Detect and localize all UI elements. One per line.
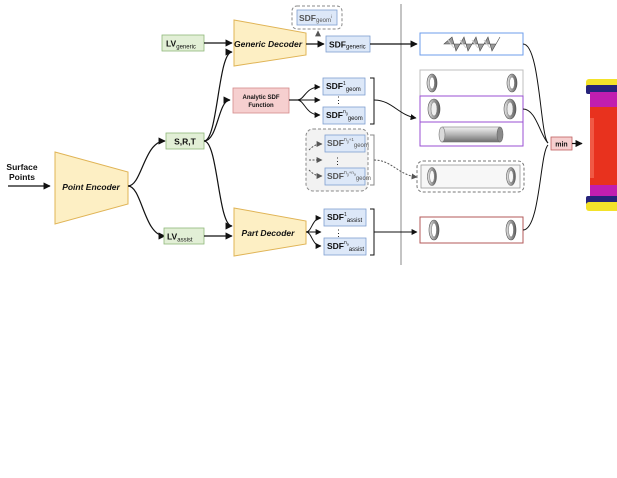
part-decoder-label: Part Decoder — [242, 228, 296, 238]
sdf-geom-extra-ellipsis: ⋮ — [333, 156, 342, 166]
merge-line-generic — [522, 43, 549, 144]
generic-shape-panel — [419, 32, 524, 56]
analytic-sdf-box — [232, 87, 290, 114]
spring-shape-icon — [443, 36, 501, 52]
cylinder-shape-icon — [438, 126, 504, 143]
point-encoder-label: Point Encoder — [62, 182, 120, 192]
lv-assist-label: LVassist — [167, 232, 193, 244]
sdf-geom-ng1-box — [324, 134, 366, 153]
sdf-assist-na-label: SDFnaassist — [327, 240, 364, 253]
arrow-srt-to-analytic — [203, 96, 231, 142]
arrow-to-sdf-geom-ngna — [308, 169, 323, 179]
part-decoder-block — [233, 207, 307, 257]
arrow-srt-to-generic-decoder — [203, 48, 233, 142]
sdf-assist-na-box — [323, 237, 367, 256]
sdf-assist-ellipsis: ⋮ — [334, 228, 343, 238]
arrow-to-sdf-geom-ng — [296, 99, 321, 118]
arrow-srt-to-part-decoder — [203, 140, 233, 230]
arrow-encoder-to-srt — [127, 137, 166, 187]
analytic-line1: Analytic SDF — [242, 95, 279, 101]
geom-shape-panel — [419, 69, 524, 147]
assist-bracket — [370, 208, 375, 256]
min-label: min — [555, 142, 567, 149]
sdf-geom-ngna-label: SDFng+nageom — [327, 170, 371, 182]
sdf-geom-i-label: SDFgeomi — [299, 13, 332, 24]
assembled-column-icon — [586, 79, 617, 211]
arrow-encoder-to-lv-assist — [127, 185, 166, 240]
point-encoder-block — [54, 151, 129, 225]
arrow-geom-to-panel — [373, 99, 417, 121]
extra-shape-panel — [416, 160, 525, 193]
sdf-geom-1-label: SDF1geom — [326, 81, 361, 93]
arrow-extra-to-panel — [373, 159, 418, 180]
sdf-assist-1-box — [323, 208, 367, 227]
sdf-geom-ellipsis: ⋮ — [334, 95, 343, 105]
analytic-line2: Function — [248, 103, 274, 109]
arrow-to-sdf-assist-na — [305, 231, 322, 249]
lv-generic-label: LVgeneric — [166, 39, 196, 51]
input-label-line2: Points — [9, 172, 35, 182]
merge-line-geom — [522, 108, 549, 144]
sdf-geom-ng1-label: SDFng+1geom — [327, 137, 369, 149]
sdf-geom-ng-box — [322, 106, 366, 125]
sdf-geom-1-box — [322, 77, 366, 96]
generic-decoder-label: Generic Decoder — [234, 39, 303, 49]
generic-decoder-block — [233, 19, 307, 67]
input-label-line1: Surface — [6, 162, 37, 172]
srt-label: S,R,T — [174, 137, 197, 147]
ring-shape-icon — [426, 73, 518, 120]
sdf-geom-i-box — [296, 9, 338, 26]
sdf-generic-label: SDFgeneric — [329, 40, 366, 51]
arrow-to-sdf-geom-ng1 — [308, 141, 323, 151]
arrow-to-sdf-geom-1 — [296, 84, 321, 101]
merge-line-assist — [522, 144, 549, 231]
sdf-geom-ngna-box — [324, 167, 366, 186]
arrow-to-sdf-assist-1 — [305, 215, 322, 233]
sdf-geom-i-dashed-group — [291, 5, 343, 30]
geom-bracket — [370, 77, 375, 125]
assist-shape-panel — [419, 216, 524, 244]
sdf-geom-ng-label: SDFnggeom — [326, 109, 363, 122]
sdf-assist-1-label: SDF1assist — [327, 212, 362, 224]
